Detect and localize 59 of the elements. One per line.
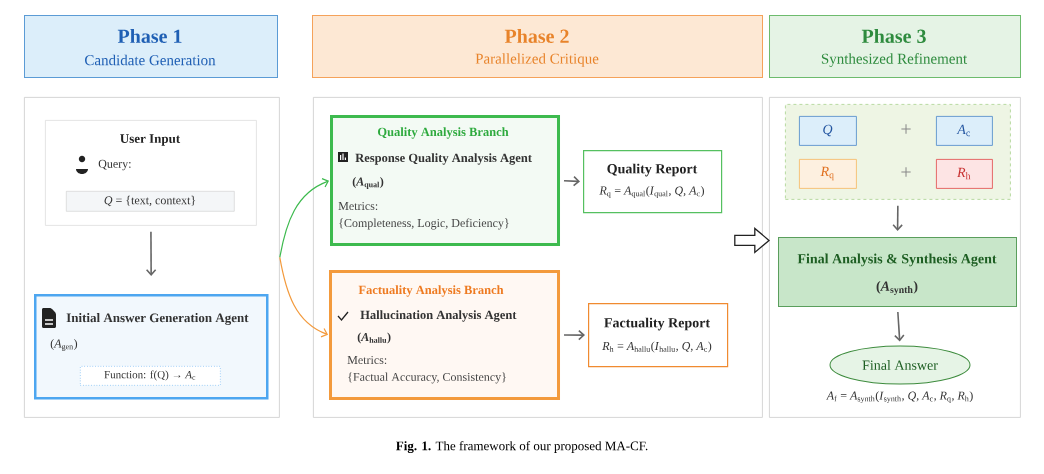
field-label: Query: [98,159,131,171]
branch-box [330,115,560,246]
agent-box [778,237,1017,307]
header-box [769,15,1021,78]
arrow [279,178,330,258]
function-box [80,366,221,386]
phase-title: Phase 3 [861,28,926,44]
formula-text: R$_{h}$ = A$_{hallu}$(I$_{hallu}$, Q, A$_{c}$) [602,341,712,353]
function-text: Function: f(Q) → A$_{c}$ [104,370,196,381]
box-title: User Input [120,134,181,146]
variable-symbol: R$_{q}$ [820,166,834,181]
metrics-list: {Completeness, Logic, Deficiency} [339,218,509,230]
branch-title: Quality Analysis Branch [378,127,509,139]
report-box [583,150,723,214]
report-box [588,303,729,368]
agent-title: Final Analysis & Synthesis Agent [797,253,997,267]
agent-title: Initial Answer Generation Agent [66,313,249,325]
variable-box [936,116,993,146]
header-box [312,15,763,78]
variable-symbol: R$_{h}$ [956,167,971,180]
query-field [66,191,235,212]
report-title: Factuality Report [604,317,710,331]
figure-caption: Fig. 1. The framework of our proposed MA-CF. [396,441,648,453]
variable-box [799,159,857,189]
arrow [279,256,329,338]
formula-text: R$_{q}$ = A$_{qual}$(I$_{qual}$, Q, A$_{c}$) [599,186,704,198]
agent-symbol: (A$_{hallu}$) [357,332,391,344]
variable-box [936,159,993,189]
arrow [145,231,157,276]
block-arrow [734,227,770,254]
branch-box [329,270,560,400]
variable-symbol: A$_{c}$ [956,124,970,137]
agent-symbol: (A$_{synth}$) [876,281,918,295]
agent-symbol: (A$_{qual}$) [352,177,384,189]
arrow [563,175,580,187]
arrow [894,311,905,342]
metrics-label: Metrics: [347,355,387,365]
variable-box [799,116,857,146]
formula-text: Q = {text, context} [104,195,196,207]
header-box [24,15,278,78]
phase-subtitle: Candidate Generation [85,54,216,66]
variable-symbol: Q [823,124,833,137]
plus-sign: + [901,167,911,177]
phase-subtitle: Parallelized Critique [475,53,599,67]
phase-title: Phase 2 [504,28,569,44]
formula-text: A$_{f}$ = A$_{synth}$(I$_{synth}$, Q, A$_{c}$, R$_{q}$, R$_{h}$) [826,391,973,404]
plus-sign: + [901,124,911,134]
report-title: Quality Report [607,163,698,177]
branch-title: Factuality Analysis Branch [358,285,504,297]
agent-symbol: (A$_{gen}$) [50,339,78,351]
metrics-label: Metrics: [338,201,378,211]
arrow [892,205,903,231]
agent-title: Response Quality Analysis Agent [355,153,532,165]
arrow [563,329,585,341]
phase-title: Phase 1 [117,28,182,44]
metrics-list: {Factual Accuracy, Consistency} [348,372,506,384]
agent-box [34,294,269,400]
phase-subtitle: Synthesized Refinement [821,53,968,67]
agent-title: Hallucination Analysis Agent [360,310,517,322]
